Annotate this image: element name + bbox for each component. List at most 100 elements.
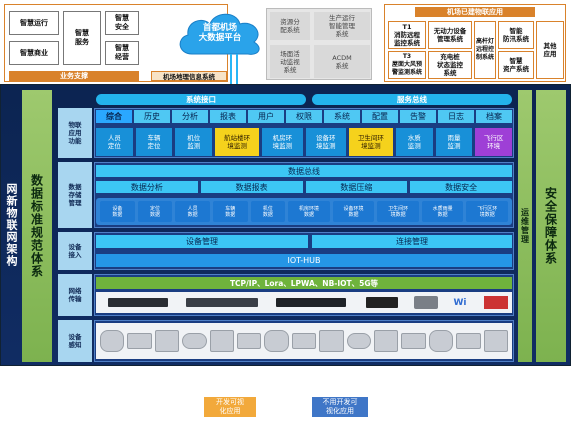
sense-environment: 环境感知 [131, 367, 161, 376]
acdm-system: ACDM 系统 [314, 45, 370, 78]
smart-asset-system: 智慧 资产系统 [498, 51, 534, 79]
func-server-room-env[interactable]: 机房环 境监测 [262, 128, 303, 156]
cloud-connector-right [236, 54, 238, 86]
airfield-env-data: 飞行区环 境数据 [466, 201, 509, 222]
tab-archive[interactable]: 档案 [476, 110, 512, 123]
built-iot-apps-block: 机场已建物联应用 T1 消防远程 监控系统 无动力设备 管理系统 高杆灯远程控 … [384, 4, 566, 82]
network-switch-1 [108, 298, 168, 307]
data-standard-system: 数据标准规范体系 [22, 90, 52, 362]
app-functions: 人员 定位 车辆 定位 机位 监测 航站楼环 境监测 机房环 境监测 设备环 境… [96, 128, 513, 156]
service-data-compression[interactable]: 数据压缩 [305, 181, 408, 193]
sense-rainfall: 雨量感知 [415, 367, 445, 376]
tab-report[interactable]: 报表 [210, 110, 246, 123]
equipment-env-data: 设备环境 数据 [332, 201, 375, 222]
tab-analysis[interactable]: 分析 [172, 110, 208, 123]
tab-permissions[interactable]: 权限 [286, 110, 322, 123]
sense-labels-row: 视觉感知 环境感知 位置感知 机位感知 水质感知 雨量感知 其他感知 [60, 366, 516, 378]
storage-services: 数据分析 数据报表 数据压缩 数据安全 [96, 181, 512, 193]
device-management-bar[interactable]: 设备管理 [96, 235, 308, 248]
big-data-platform-title: 首都机场 大数据平台 [198, 23, 242, 43]
service-bus-bar: 服务总线 [312, 94, 512, 105]
sense-visual: 视觉感知 [60, 367, 90, 376]
equipment-data: 设备 数据 [100, 201, 135, 222]
resource-allocation-system: 资源分 配系统 [270, 12, 310, 40]
biz-smart-security: 智慧 安全 [105, 11, 139, 35]
data-bus-bar: 数据总线 [96, 165, 512, 177]
sensor-device-icon [291, 333, 317, 349]
other-apps: 其他 应用 [536, 21, 564, 79]
tab-alarm[interactable]: 告警 [400, 110, 436, 123]
app-layer-label: 物联 应用 功能 [58, 108, 92, 158]
func-restroom-env[interactable]: 卫生间环 境监测 [348, 128, 393, 156]
network-protocols-bar: TCP/IP、Lora、LPWA、NB-IOT、5G等 [96, 277, 512, 289]
ops-management: 运维管理 [518, 90, 532, 362]
vehicle-data: 车辆 数据 [212, 201, 248, 222]
dev-visual-app-button[interactable]: 开发可视 化应用 [204, 397, 256, 417]
func-equipment-env[interactable]: 设备环 境监测 [305, 128, 346, 156]
network-router [366, 297, 398, 308]
service-data-security[interactable]: 数据安全 [410, 181, 512, 193]
sensor-device-icon [346, 333, 372, 349]
server-room-env-data: 机房环境 数据 [288, 201, 330, 222]
cellular-module [484, 296, 508, 309]
location-data: 定位 数据 [137, 201, 173, 222]
sensor-device-icon [374, 330, 399, 352]
system-interface-bar: 系统接口 [96, 94, 306, 105]
func-stand-monitoring[interactable]: 机位 监测 [175, 128, 213, 156]
func-rainfall[interactable]: 雨量 监测 [435, 128, 473, 156]
connection-management-bar[interactable]: 连接管理 [312, 235, 512, 248]
tab-system[interactable]: 系统 [324, 110, 360, 123]
business-support-label: 业务支撑 [9, 71, 139, 81]
sensor-device-icon [428, 330, 454, 352]
t1-fire-monitoring: T1 消防远程 监控系统 [388, 21, 426, 49]
func-water-quality[interactable]: 水质 监测 [395, 128, 433, 156]
middle-systems-block: 资源分 配系统 生产运行 智能管理 系统 场面活 动监视 系统 ACDM 系统 [266, 8, 372, 80]
wifi-icon: Wi [453, 297, 467, 308]
security-assurance-system: 安全保障体系 [536, 90, 566, 362]
app-tabs: 综合 历史 分析 报表 用户 权限 系统 配置 告警 日志 档案 [96, 110, 512, 123]
surface-monitoring-system: 场面活 动监视 系统 [270, 45, 310, 78]
network-devices-strip: Wi [96, 292, 512, 313]
sensor-device-icon [127, 333, 152, 349]
cloud-icon [179, 13, 260, 55]
charging-pile-system: 充电桩 状态监控 系统 [428, 51, 472, 79]
tab-config[interactable]: 配置 [362, 110, 398, 123]
biz-smart-operation: 智慧运行 [9, 11, 59, 35]
func-personnel-location[interactable]: 人员 定位 [96, 128, 133, 156]
unpowered-equipment-system: 无动力设备 管理系统 [428, 21, 472, 49]
network-switch-3 [276, 298, 346, 307]
sense-water-quality: 水质感知 [344, 367, 374, 376]
network-switch-2 [186, 298, 258, 307]
t3-roof-wind-system: T3 屋面大风预 警监测系统 [388, 51, 426, 79]
tab-users[interactable]: 用户 [248, 110, 284, 123]
sensor-device-icon [319, 330, 344, 352]
network-gateway [414, 296, 438, 309]
network-layer-label: 网络 传输 [58, 274, 92, 316]
func-vehicle-location[interactable]: 车辆 定位 [135, 128, 173, 156]
service-data-report[interactable]: 数据报表 [200, 181, 303, 193]
sensing-layer-label: 设备 感知 [58, 320, 92, 362]
tab-comprehensive[interactable]: 综合 [96, 110, 132, 123]
iot-hub-bar: IOT-HUB [96, 254, 512, 267]
left-outer-title: 网新物联网架构 [5, 183, 18, 267]
water-rain-data: 水质雨量 数据 [421, 201, 464, 222]
biz-smart-service: 智慧 服务 [63, 11, 101, 65]
service-data-analysis[interactable]: 数据分析 [96, 181, 198, 193]
sensor-device-icon [154, 330, 180, 352]
access-layer-label: 设备 接入 [58, 232, 92, 270]
tab-log[interactable]: 日志 [438, 110, 474, 123]
sensing-devices-strip [96, 323, 512, 359]
sensor-device-icon [237, 333, 262, 349]
cloud-connector-left [230, 54, 232, 86]
sensor-device-icon [264, 330, 289, 352]
production-operation-system: 生产运行 智能管理 系统 [314, 12, 370, 40]
tab-history[interactable]: 历史 [134, 110, 170, 123]
no-dev-visual-app-button[interactable]: 不用开发可 视化应用 [312, 397, 368, 417]
biz-smart-commerce: 智慧商业 [9, 41, 59, 65]
func-airfield-env[interactable]: 飞行区 环境 [475, 128, 513, 156]
restroom-env-data: 卫生间环 境数据 [377, 201, 419, 222]
storage-layer-label: 数据 存储 管理 [58, 162, 92, 228]
func-terminal-env[interactable]: 航站楼环 境监测 [215, 128, 260, 156]
built-iot-apps-title: 机场已建物联应用 [415, 7, 535, 17]
sensor-device-icon [100, 330, 125, 352]
